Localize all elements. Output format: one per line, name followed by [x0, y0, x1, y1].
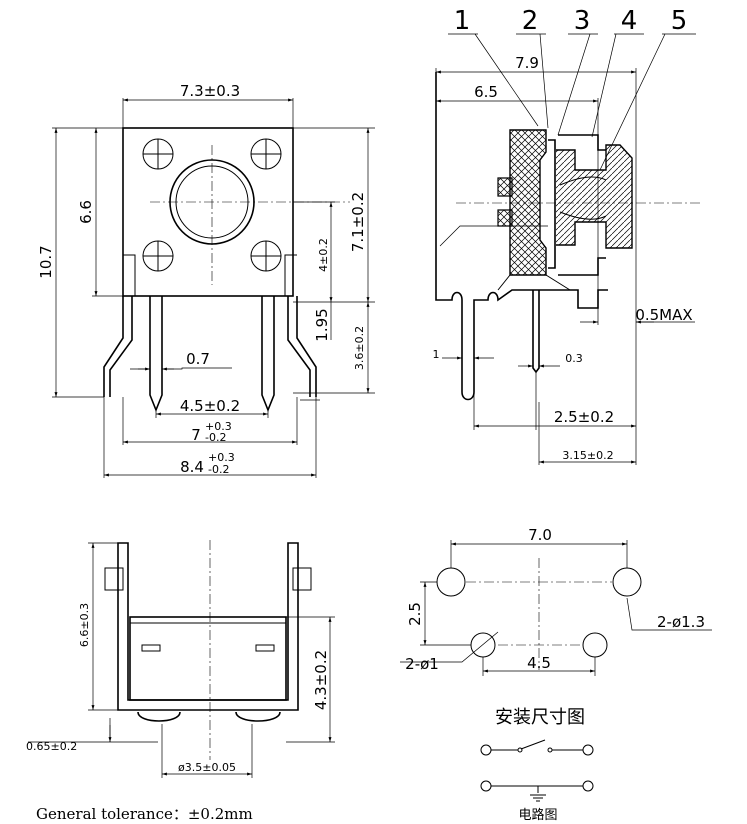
big-hole: [612, 567, 642, 597]
circuit-diagram: 电路图: [480, 739, 594, 823]
dim-fp-height: 2.5: [406, 602, 424, 626]
left-leg: [103, 296, 133, 397]
dim-lead-left: 1: [433, 348, 440, 361]
dim-button-center: 4±0.2: [317, 238, 330, 272]
dim-width: 7.3±0.3: [180, 82, 240, 100]
callout-2: 2: [522, 6, 539, 36]
side-lead: [532, 290, 540, 374]
dim-outer-tol-low: -0.2: [208, 463, 229, 476]
dim-lead-total: 3.15±0.2: [562, 449, 613, 462]
dim-lead-right: 0.3: [565, 352, 583, 365]
callout-3: 3: [574, 6, 591, 36]
housing-section: [509, 129, 547, 276]
callout-1: 1: [454, 6, 471, 36]
label-small-holes: 2-ø1: [405, 655, 439, 673]
bottom-body: [129, 616, 287, 701]
bottom-view: 6.6±0.3 4.3±0.2 0.65±0.2 ø3.5±0.05: [26, 540, 335, 778]
pcb-footprint: 7.0 2.5 4.5 2-ø1.3 2-ø1 安装尺寸图: [400, 526, 712, 728]
dim-pin-gap: 1.95: [313, 308, 331, 341]
dim-lead-offset: 2.5±0.2: [554, 408, 614, 426]
callout-5: 5: [671, 6, 688, 36]
dim-bottom-body: 4.3±0.2: [312, 650, 330, 710]
side-view: 1 2 3 4 5: [433, 6, 700, 465]
switch-body: [122, 127, 294, 297]
small-hole: [470, 632, 496, 658]
small-hole: [582, 632, 608, 658]
dim-outer-span: 8.4: [180, 458, 204, 476]
big-hole: [436, 567, 466, 597]
dim-inner-span: 7: [191, 426, 201, 444]
circuit-title: 电路图: [518, 807, 557, 823]
dim-outer-tol-up: +0.3: [208, 451, 235, 464]
dim-depth-total: 7.9: [515, 54, 539, 72]
dim-fp-width: 7.0: [528, 526, 552, 544]
dim-height-button: 7.1±0.2: [349, 192, 367, 252]
dim-height-total: 10.7: [37, 245, 55, 278]
left-pin: [149, 296, 163, 413]
dim-depth-body: 6.5: [474, 83, 498, 101]
bottom-pegs: [137, 711, 281, 722]
dim-inner-tol-up: +0.3: [205, 420, 232, 433]
dim-inner-tol-low: -0.2: [205, 431, 226, 444]
dim-pin-width: 0.7: [186, 350, 210, 368]
dim-pin-pitch: 4.5±0.2: [180, 397, 240, 415]
label-big-holes: 2-ø1.3: [657, 613, 705, 631]
dim-max-gap: 0.5MAX: [635, 306, 692, 324]
right-leg: [287, 296, 317, 397]
footprint-title: 安装尺寸图: [495, 707, 585, 728]
dim-fp-spacing: 4.5: [527, 654, 551, 672]
front-view: 7.3±0.3 10.7 6.6 7.1±0.2 4±0.2 1.95 3.6±…: [37, 82, 375, 478]
callout-4: 4: [621, 6, 638, 36]
dim-bottom-height: 6.6±0.3: [78, 603, 91, 647]
dim-pin-offset: 0.65±0.2: [26, 740, 77, 753]
bottom-frame: [117, 542, 299, 711]
dim-peg-spacing: ø3.5±0.05: [178, 761, 236, 774]
dim-height-body: 6.6: [77, 200, 95, 224]
right-pin: [261, 296, 275, 413]
button-section: [556, 144, 633, 249]
dim-pin-len: 3.6±0.2: [353, 326, 366, 370]
general-tolerance: General tolerance：±0.2mm: [36, 805, 253, 823]
